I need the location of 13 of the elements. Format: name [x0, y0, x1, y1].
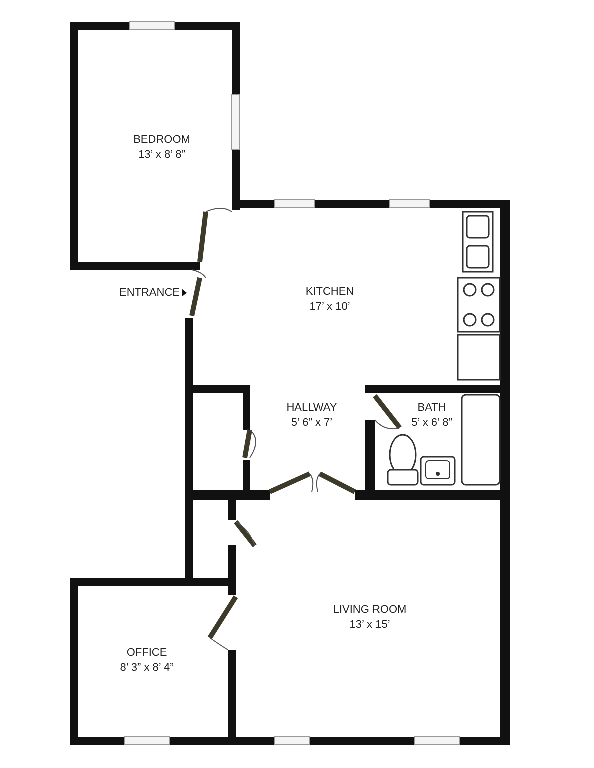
room-name: HALLWAY — [286, 402, 338, 415]
room-dimensions: 5’ x 6’ 8” — [412, 417, 452, 430]
room-dimensions: 13’ x 15’ — [350, 619, 390, 632]
room-name: OFFICE — [126, 647, 168, 660]
room-dimensions: 13’ x 8’ 8” — [138, 149, 186, 162]
room-name: BATH — [418, 402, 446, 415]
room-dimensions: 5’ 6” x 7’ — [291, 417, 333, 430]
room-dimensions: 8’ 3” x 8’ 4” — [120, 662, 174, 675]
room-dimensions: 17’ x 10’ — [310, 301, 350, 314]
room-name: BEDROOM — [134, 134, 190, 147]
entrance-label: ENTRANCE — [119, 287, 180, 300]
room-name: LIVING ROOM — [333, 604, 407, 617]
room-name: KITCHEN — [306, 286, 354, 299]
